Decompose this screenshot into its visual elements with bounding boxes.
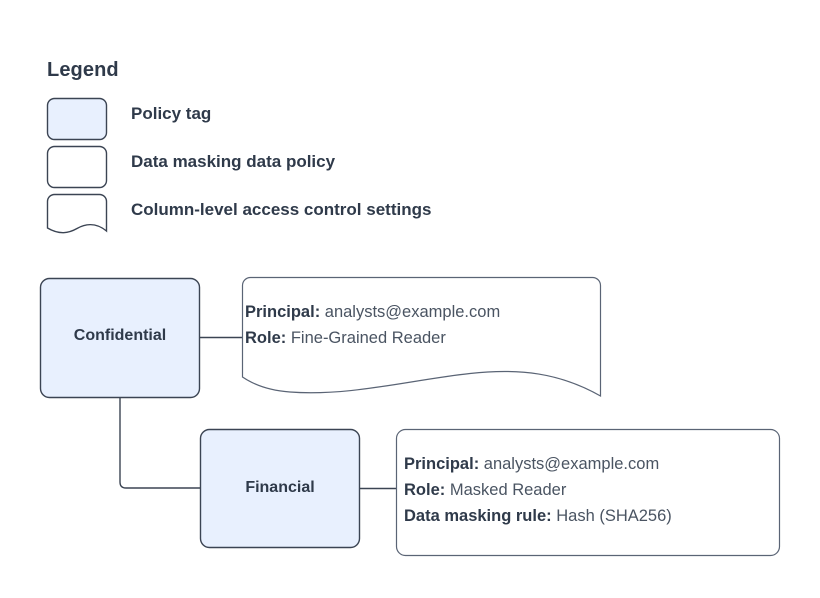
legend-label-data-masking-policy: Data masking data policy [131,152,336,171]
callout-line-key: Principal: [404,455,480,473]
callout-line-value: Hash (SHA256) [556,507,672,525]
callout-confidential-text: Principal: analysts@example.com Role: Fi… [245,299,500,351]
callout-line-value: analysts@example.com [324,303,501,321]
callout-line-value: Masked Reader [449,481,567,499]
callout-line-key: Role: [404,481,446,499]
callout-line-value: Fine-Grained Reader [290,329,446,347]
node-confidential-label: Confidential [73,327,167,344]
legend-label-policy-tag: Policy tag [131,104,212,123]
callout-line: Principal: analysts@example.com [404,451,672,477]
callout-line-value: analysts@example.com [483,455,660,473]
legend-swatch-policy-tag [46,97,108,141]
callout-line: Role: Masked Reader [404,477,672,503]
legend-swatch-access-control-settings [46,193,108,234]
callout-financial-text: Principal: analysts@example.com Role: Ma… [404,451,672,529]
callout-line: Data masking rule: Hash (SHA256) [404,503,672,529]
callout-line: Role: Fine-Grained Reader [245,325,500,351]
legend-label-access-control-settings: Column-level access control settings [131,200,432,219]
connector-confidential-to-financial [119,398,200,489]
callout-line-key: Role: [245,329,287,347]
callout-line-key: Principal: [245,303,321,321]
callout-line: Principal: analysts@example.com [245,299,500,325]
legend-swatch-data-masking-policy [46,145,108,189]
node-financial-label: Financial [245,479,315,496]
legend-title: Legend [47,59,119,81]
callout-line-key: Data masking rule: [404,507,552,525]
